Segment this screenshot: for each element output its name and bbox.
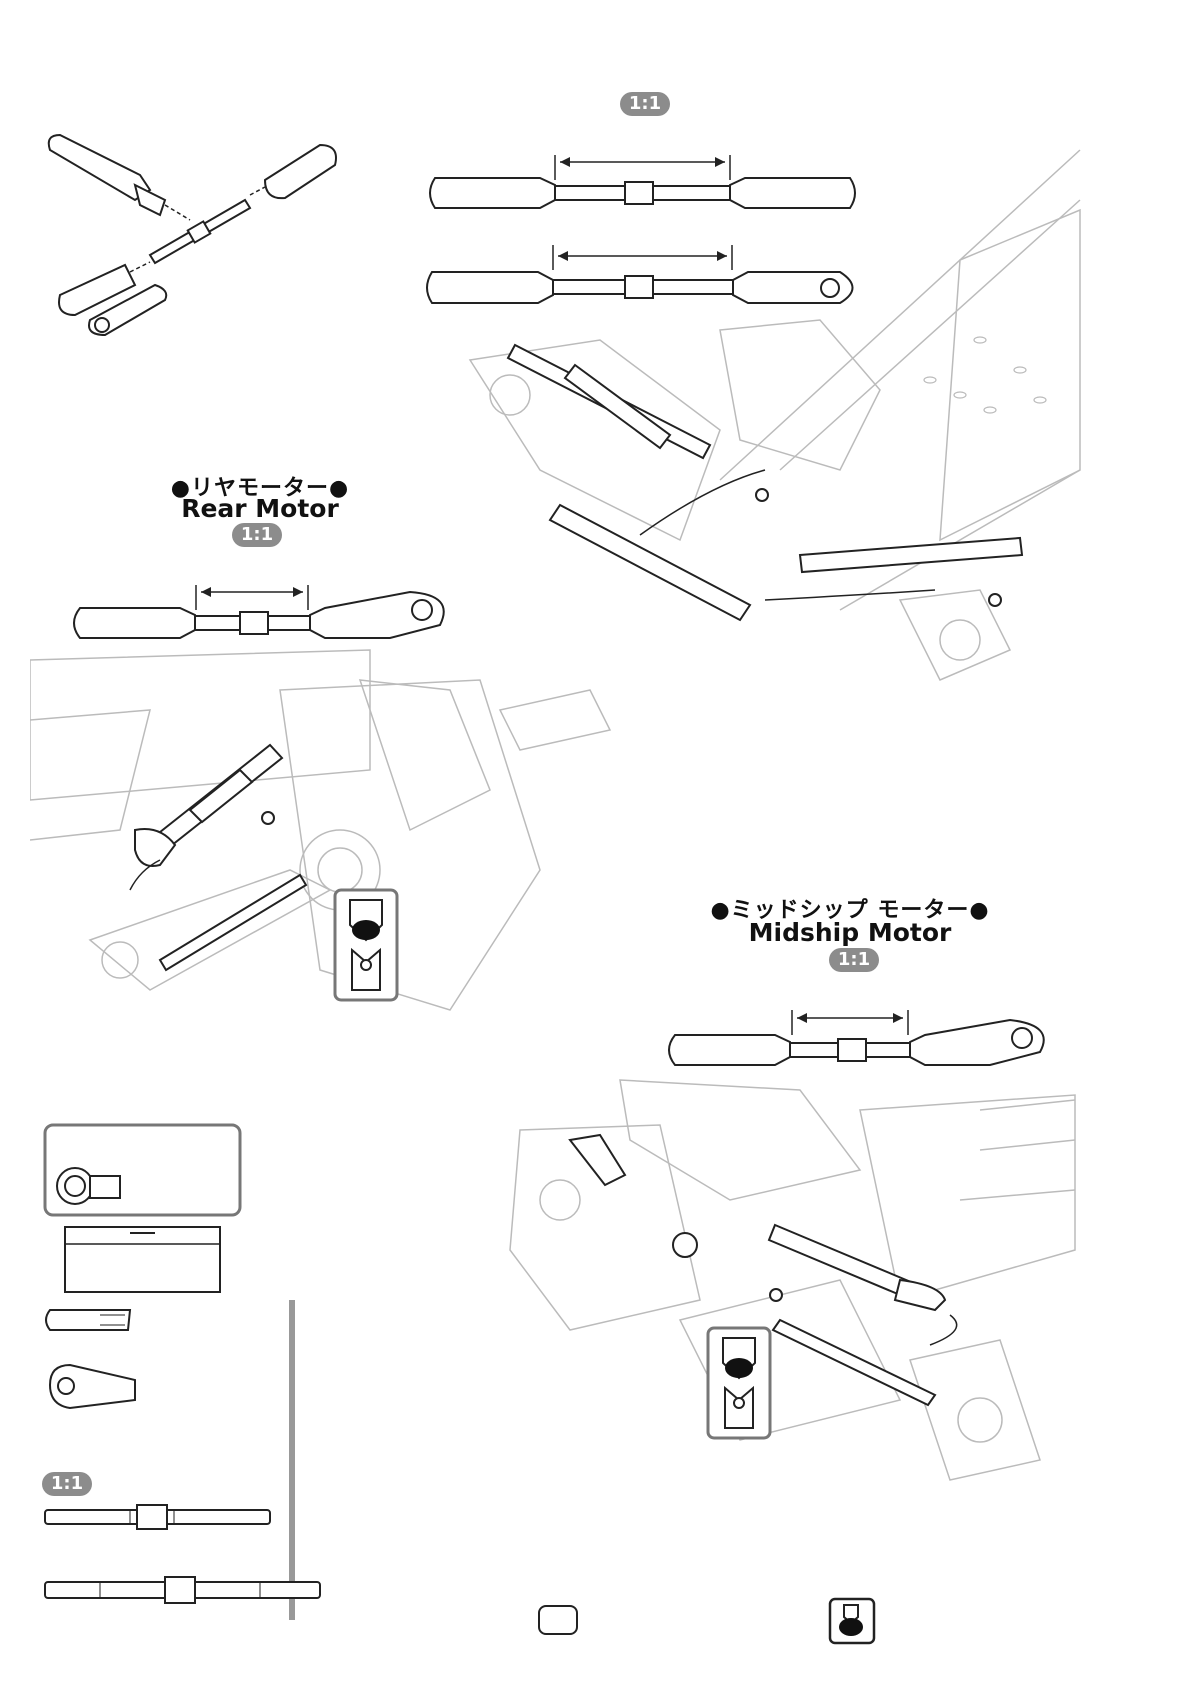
grease-drop-icon (335, 890, 397, 1000)
length-dimension-1 (555, 155, 730, 180)
rear-motor-diagram (30, 570, 630, 1020)
scale-badge-rear: 1:1 (232, 523, 282, 547)
midship-turnbuckle (669, 1020, 1044, 1065)
rod-end-parts (40, 1300, 140, 1430)
rear-installed-turnbuckle (135, 745, 306, 970)
rod-parts (40, 1500, 330, 1620)
page-number-box (538, 1605, 578, 1635)
turnbuckle-rod (150, 200, 250, 263)
short-rod (45, 1505, 270, 1529)
parts-table (65, 1227, 220, 1292)
midship-length-dimension (792, 1010, 908, 1035)
wrench-icon (49, 135, 165, 215)
long-rod (45, 1577, 320, 1603)
rod-end-short (46, 1310, 130, 1330)
parts-legend (40, 1120, 330, 1310)
rear-length-dimension (196, 585, 308, 610)
midship-motor-diagram (480, 1000, 1080, 1520)
turnbuckle-2 (427, 272, 853, 303)
grease-drop-icon (708, 1328, 770, 1438)
rod-end-lower (59, 265, 166, 335)
midship-motor-title-en: Midship Motor (700, 918, 1000, 947)
turnbuckle-assembly-diagram (40, 130, 360, 360)
scale-badge-midship: 1:1 (829, 948, 879, 972)
rod-end-long (50, 1365, 135, 1408)
turnbuckle-1 (430, 178, 855, 208)
rear-turnbuckle (74, 592, 444, 638)
rod-end-upper (265, 145, 336, 198)
scale-badge-bottom: 1:1 (42, 1472, 92, 1496)
scale-badge-top: 1:1 (620, 92, 670, 116)
length-dimension-2 (553, 245, 732, 270)
installed-turnbuckle-upper (508, 345, 710, 458)
grease-drop-icon (828, 1597, 876, 1645)
rear-chassis (30, 650, 610, 1010)
rear-motor-title-en: Rear Motor (150, 494, 370, 523)
